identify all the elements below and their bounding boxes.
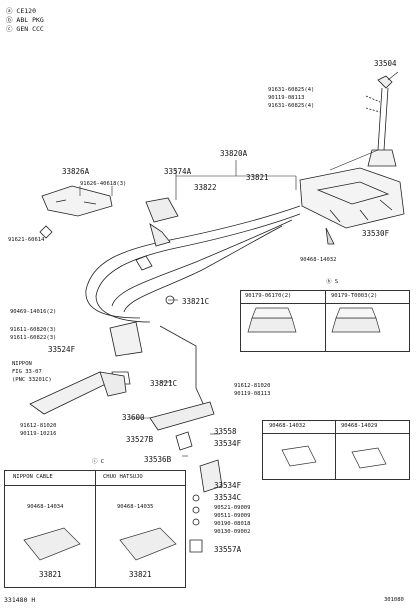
part-label-33524f: 33524F (48, 345, 76, 354)
box-bottom-title: ⓒ C (92, 459, 105, 465)
part-label-33821c-b: 33821C (150, 379, 178, 388)
clip-parts-drawing (109, 197, 179, 385)
box-bottom-part1: 90468-14034 (27, 504, 64, 510)
part-label-91612b: 91612-81020 (20, 423, 57, 429)
shift-cable-drawing (85, 205, 301, 411)
part-label-90119: 90119-08113 (268, 95, 305, 101)
part-label-33504: 33504 (374, 59, 397, 68)
detail-box-caps: 90179-06170(2) 90179-T0003(2) (240, 290, 410, 352)
part-label-33820a: 33820A (220, 149, 248, 158)
part-label-90190: 90190-08018 (214, 521, 251, 527)
note-line-1: NIPPON (12, 361, 32, 367)
part-label-90119c: 90119-10216 (20, 431, 57, 437)
box-bottom-col1: NIPPON CABLE (13, 474, 53, 480)
box-mid-col1: 90468-14032 (269, 423, 306, 429)
part-label-91626: 91626-40618(3) (80, 181, 127, 187)
box-top-col1: 90179-06170(2) (245, 293, 292, 299)
part-label-91631-a: 91631-60825(4) (268, 87, 315, 93)
part-label-33826a: 33826A (62, 167, 90, 176)
note-line-3: (PNC 33201C) (12, 377, 52, 383)
legend-line-1: ⓐ CE120 (6, 7, 36, 15)
part-label-33558: 33558 (214, 427, 237, 436)
note-line-2: FIG 33-07 (12, 369, 42, 375)
leader-lines (79, 71, 399, 457)
part-label-33600: 33600 (122, 413, 145, 422)
part-label-33574a: 33574A (164, 167, 192, 176)
box-bottom-label2: 33821 (129, 570, 152, 579)
part-label-90130: 90130-09002 (214, 529, 251, 535)
cable-bracket-drawing (39, 185, 113, 239)
part-label-91631-b: 91631-60825(4) (268, 103, 315, 109)
part-label-90119b: 90119-08113 (234, 391, 271, 397)
part-label-91611b: 91611-60822(3) (10, 335, 57, 341)
part-label-33536b: 33536B (144, 455, 172, 464)
part-label-33821-top: 33821 (246, 173, 269, 182)
box-top-col2: 90179-T0003(2) (331, 293, 378, 299)
part-label-90521: 90521-09009 (214, 505, 251, 511)
part-label-33822: 33822 (194, 183, 217, 192)
box-top-title: ⓑ S (326, 279, 339, 285)
part-label-33534f-a: 33534F (214, 439, 242, 448)
shift-linkage-drawing (29, 371, 223, 553)
legend-line-3: ⓒ GEN CCC (6, 25, 44, 33)
box-bottom-label1: 33821 (39, 570, 62, 579)
part-label-33557a: 33557A (214, 545, 242, 554)
part-label-33534f-b: 33534F (214, 481, 242, 490)
box-bottom-part2: 90468-14035 (117, 504, 154, 510)
part-label-90468-14032: 90468-14032 (300, 257, 337, 263)
detail-box-clips: 90468-14032 90468-14029 (262, 420, 410, 480)
part-label-91621: 91621-60614 (8, 237, 45, 243)
part-label-90511: 90511-09009 (214, 513, 251, 519)
legend-line-2: ⓑ ABL PKG (6, 16, 44, 24)
box-mid-col2: 90468-14029 (341, 423, 378, 429)
part-label-33527b: 33527B (126, 435, 154, 444)
shift-lever-drawing (299, 75, 405, 245)
detail-box-cable-suppliers: NIPPON CABLE CHUO HATSUJO 90468-14034 90… (4, 470, 186, 588)
part-label-90469-14016: 90469-14016(2) (10, 309, 57, 315)
footer-left-code: 331480 H (4, 596, 36, 604)
part-label-91611: 91611-60820(3) (10, 327, 57, 333)
footer-right-code: 301080 (384, 597, 404, 603)
part-label-91612: 91612-81020 (234, 383, 271, 389)
part-label-33821c-a: 33821C (182, 297, 210, 306)
part-label-33530f: 33530F (362, 229, 390, 238)
part-label-33534c: 33534C (214, 493, 242, 502)
box-bottom-col2: CHUO HATSUJO (103, 474, 143, 480)
